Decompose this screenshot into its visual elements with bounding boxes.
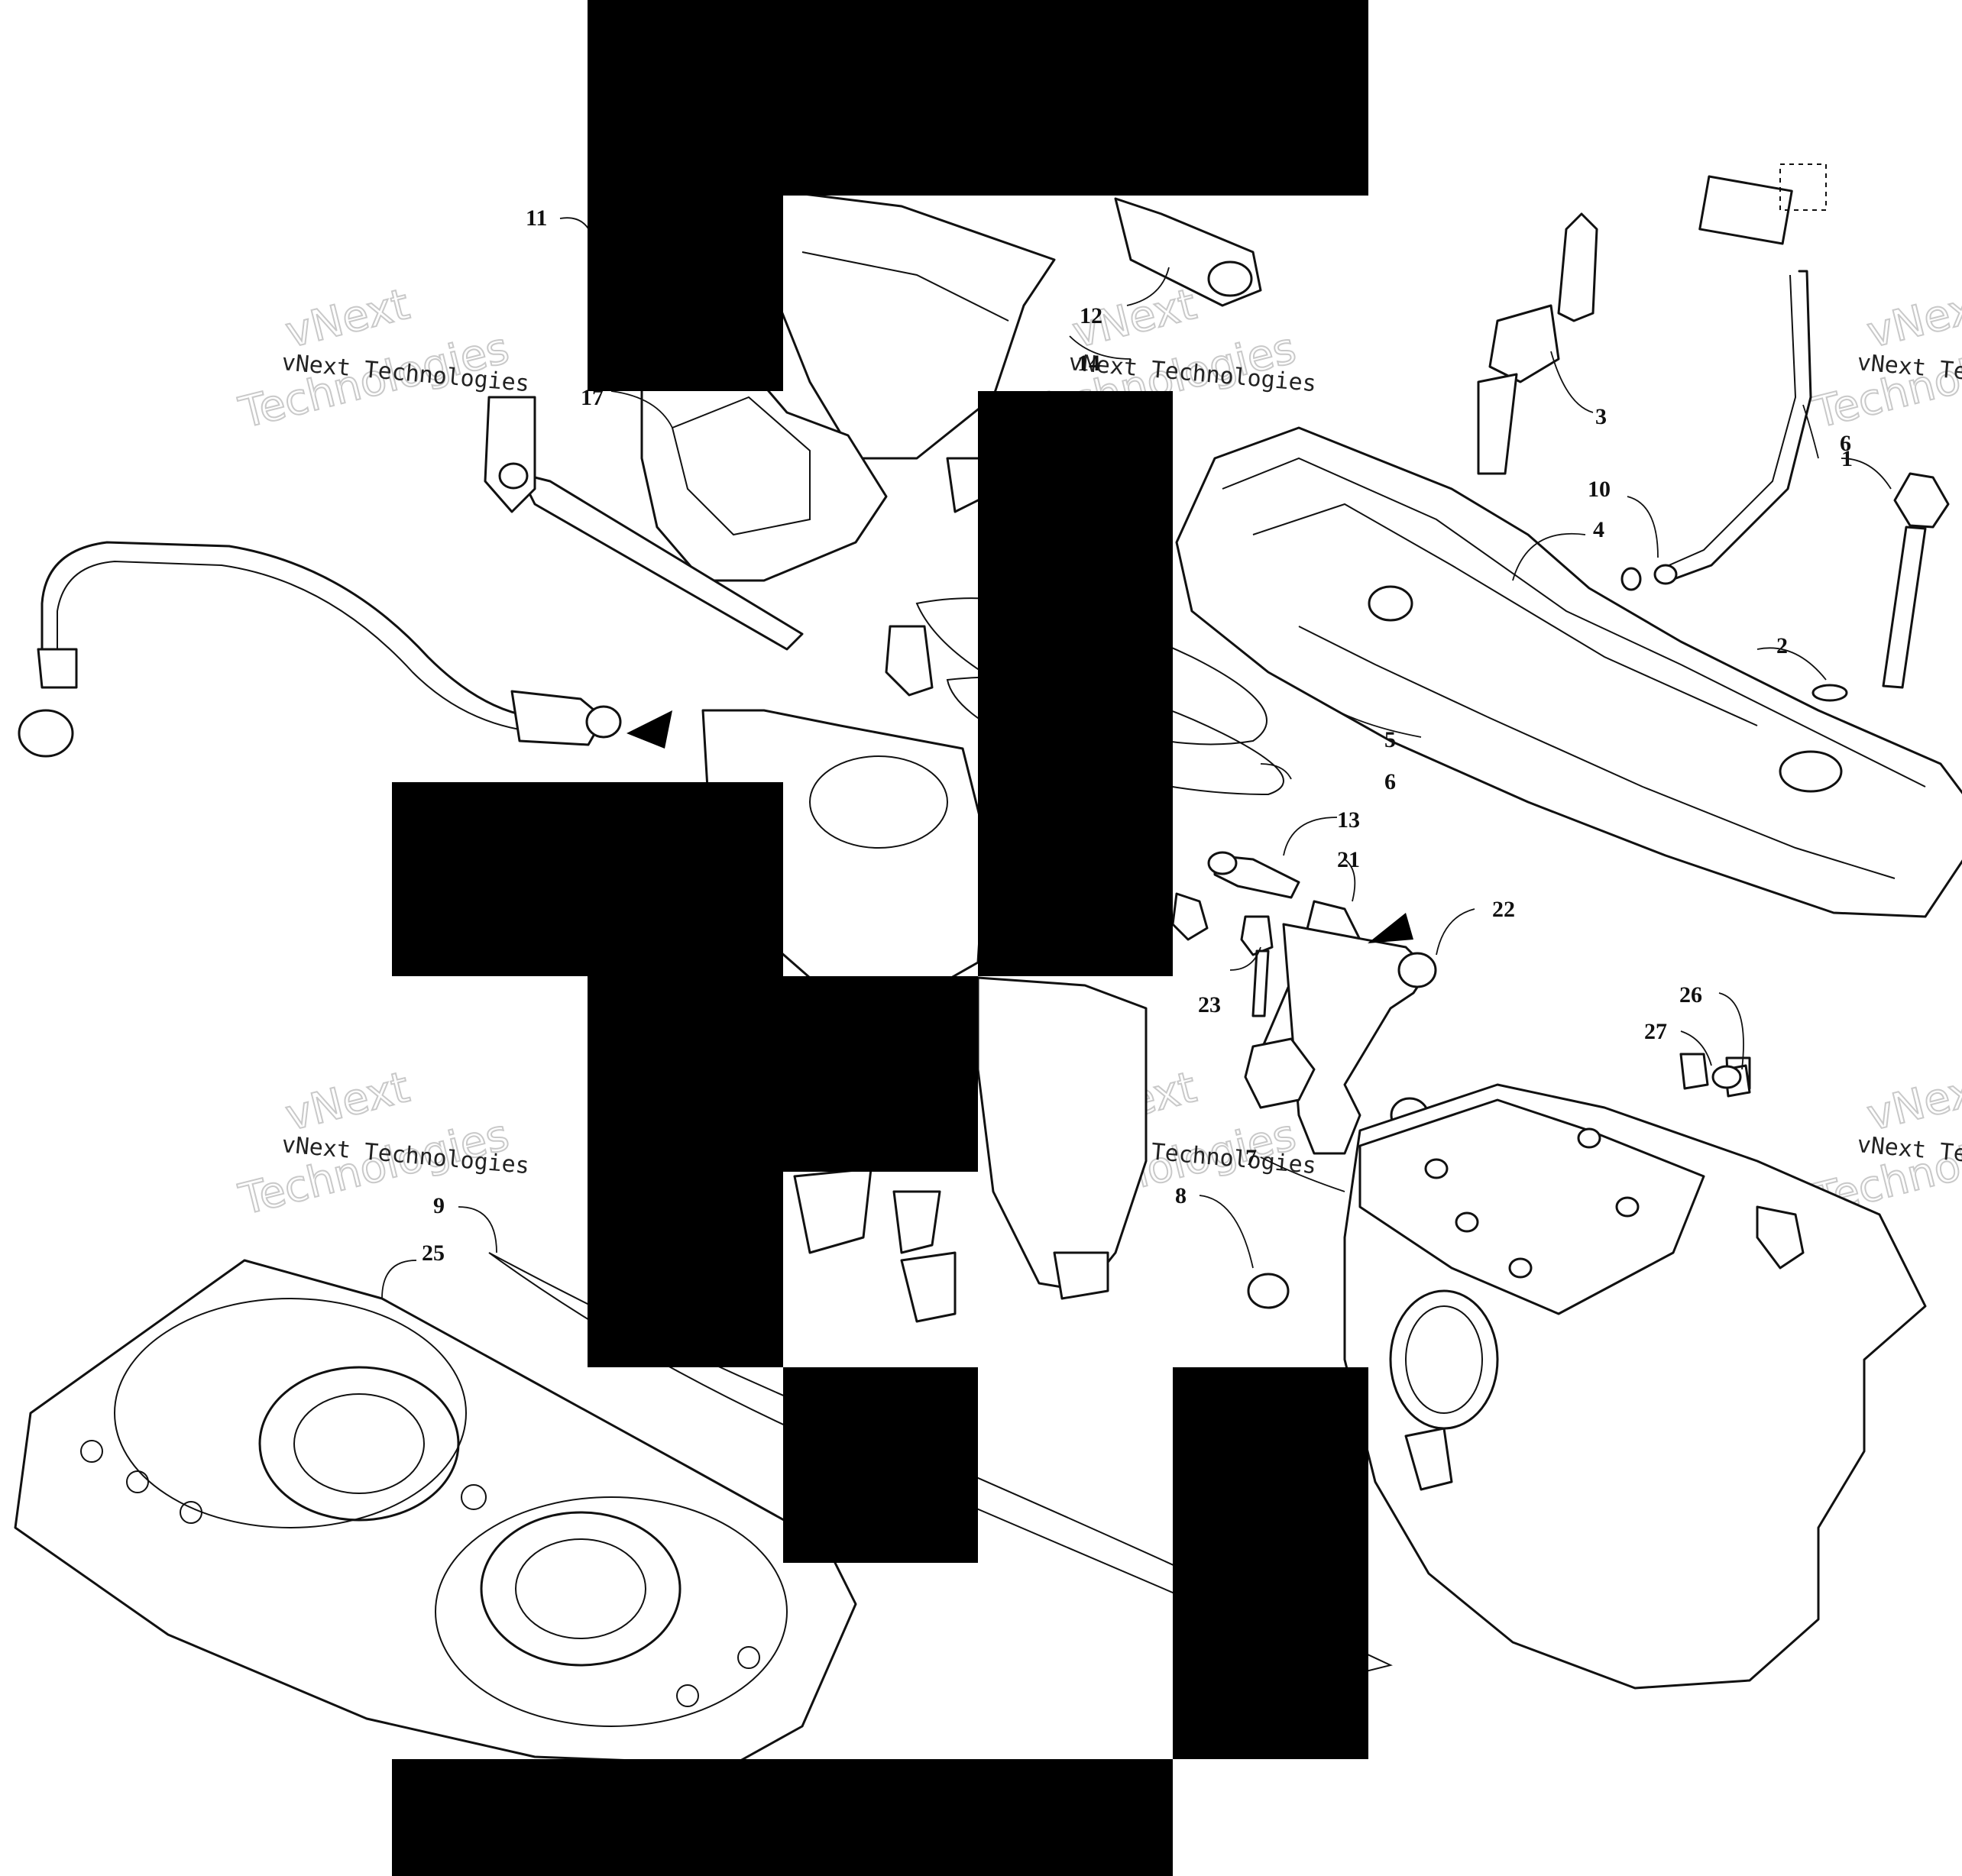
watermark-top-left: vNext Technologies vNext Technologies — [234, 279, 531, 439]
callout-13: 13 — [1337, 807, 1360, 833]
callout-26: 26 — [1679, 982, 1702, 1008]
redaction-block — [392, 1759, 1173, 1876]
callout-10: 10 — [1588, 477, 1611, 502]
gasket-kit-sheet-part — [14, 1259, 857, 1766]
callout-2: 2 — [1776, 633, 1788, 658]
callout-23: 23 — [1198, 992, 1221, 1017]
callout-8: 8 — [1175, 1183, 1187, 1208]
fitting-parts — [1711, 1064, 1751, 1098]
callout-4: 4 — [1593, 517, 1604, 542]
sensor-cable-part — [18, 541, 622, 758]
redaction-block — [1173, 1367, 1368, 1759]
callout-25: 25 — [422, 1240, 445, 1266]
callout-14: 14 — [1077, 351, 1100, 376]
valve-linkage-part — [1207, 851, 1437, 1155]
redaction-block — [392, 782, 783, 976]
callout-1: 1 — [1841, 446, 1853, 471]
callout-labels: 11 12 14 17 3 6 1 10 4 2 5 6 13 21 22 23… — [422, 205, 1853, 1266]
svg-text:vNext: vNext — [281, 280, 414, 358]
redaction-block — [588, 976, 978, 1172]
cylinder-head-part — [1175, 426, 1962, 918]
callout-7: 7 — [1245, 1145, 1257, 1170]
redaction-block — [588, 0, 1368, 196]
redaction-block — [783, 1367, 978, 1563]
redaction-block — [588, 196, 783, 391]
valve-bracket-part — [484, 357, 934, 697]
callout-5: 5 — [1384, 727, 1396, 752]
spark-plug-part — [1477, 212, 1598, 475]
svg-text:vNext: vNext — [281, 1063, 414, 1141]
callout-11: 6 — [1840, 431, 1851, 456]
svg-text:vNext: vNext — [1863, 1063, 1962, 1141]
callout-27: 27 — [1644, 1019, 1667, 1044]
direction-arrow-icon — [1368, 913, 1413, 943]
hose-part — [1620, 270, 1812, 591]
callout-21: 21 — [1337, 847, 1360, 872]
cylinder-skirt-part — [793, 976, 1148, 1323]
svg-text:vNext: vNext — [1863, 280, 1962, 358]
redaction-block — [588, 1172, 783, 1367]
sensor-connector-part — [1698, 163, 1827, 245]
redaction-blocks — [392, 0, 1368, 1876]
redaction-block — [978, 391, 1173, 976]
callout-6: 6 — [1384, 769, 1396, 794]
head-bolt-part — [1811, 472, 1950, 702]
callout-12: 12 — [1080, 303, 1102, 328]
direction-arrow-icon — [626, 710, 672, 749]
leader-lines — [381, 217, 1892, 1299]
main-cylinder-part — [1247, 1053, 1927, 1690]
callout-9: 9 — [433, 1193, 445, 1218]
callout-3: 3 — [1595, 404, 1607, 429]
callout-17: 11 — [526, 205, 547, 231]
watermark-top-right: vNext Technologies vNext Technologies — [1808, 279, 1962, 439]
callout-22: 22 — [1492, 897, 1515, 922]
watermark-bottom-left: vNext Technologies vNext Technologies — [234, 1062, 531, 1226]
